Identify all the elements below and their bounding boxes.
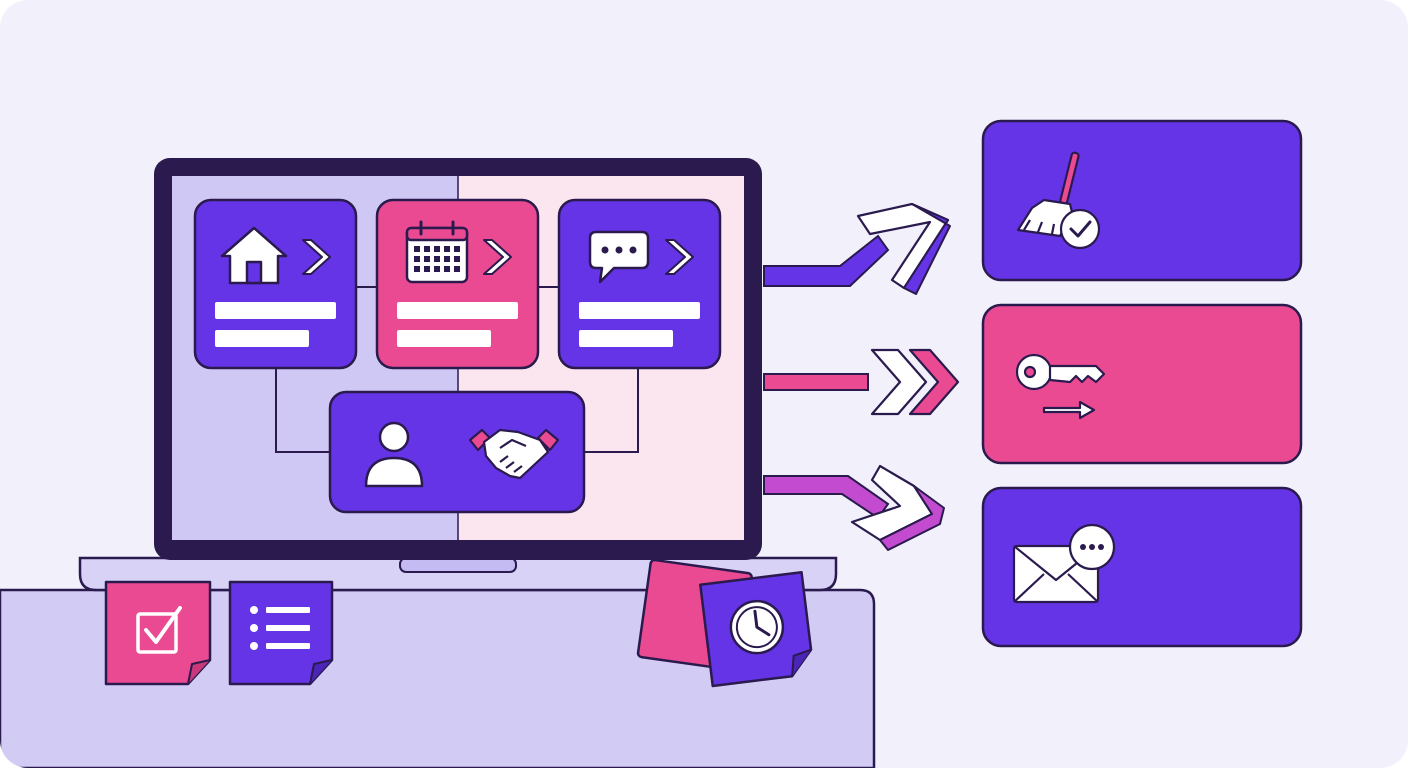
sticky-note-list: [228, 580, 334, 686]
clock-icon: [729, 599, 785, 655]
sticky-note-stack: [636, 558, 813, 688]
checkbox-icon: [136, 606, 182, 654]
chevron-right-icon: [483, 239, 512, 275]
card-text-bar: [397, 330, 491, 347]
broom-check-icon: [1016, 151, 1101, 250]
handshake-icon: [468, 428, 560, 480]
outcome-card-key-handover[interactable]: [981, 303, 1303, 465]
card-text-bar: [215, 330, 309, 347]
calendar-icon: [405, 220, 469, 284]
card-text-bar: [215, 302, 336, 319]
arrow-up-right-icon[interactable]: [763, 202, 951, 295]
arrow-down-right-icon[interactable]: [763, 464, 945, 551]
outcome-card-messaging[interactable]: [981, 486, 1303, 648]
chevron-right-icon: [302, 239, 331, 275]
chat-bubble-icon: [588, 230, 650, 284]
card-text-bar: [397, 302, 518, 319]
home-icon: [220, 226, 288, 285]
flow-card-chat[interactable]: [557, 198, 722, 370]
card-text-bar: [579, 302, 700, 319]
flow-card-calendar[interactable]: [375, 198, 540, 370]
key-handover-icon: [1015, 353, 1106, 420]
arrow-right-icon[interactable]: [763, 348, 960, 416]
hub-card[interactable]: [328, 390, 586, 514]
chevron-right-icon: [665, 239, 694, 275]
list-icon: [250, 606, 310, 650]
card-text-bar: [579, 330, 673, 347]
sticky-note-checkbox: [104, 580, 212, 686]
mail-message-icon: [1012, 523, 1116, 604]
outcome-card-cleaning[interactable]: [981, 119, 1303, 282]
flow-connectors: [275, 286, 639, 453]
flow-card-home[interactable]: [193, 198, 358, 370]
user-icon: [364, 421, 424, 488]
